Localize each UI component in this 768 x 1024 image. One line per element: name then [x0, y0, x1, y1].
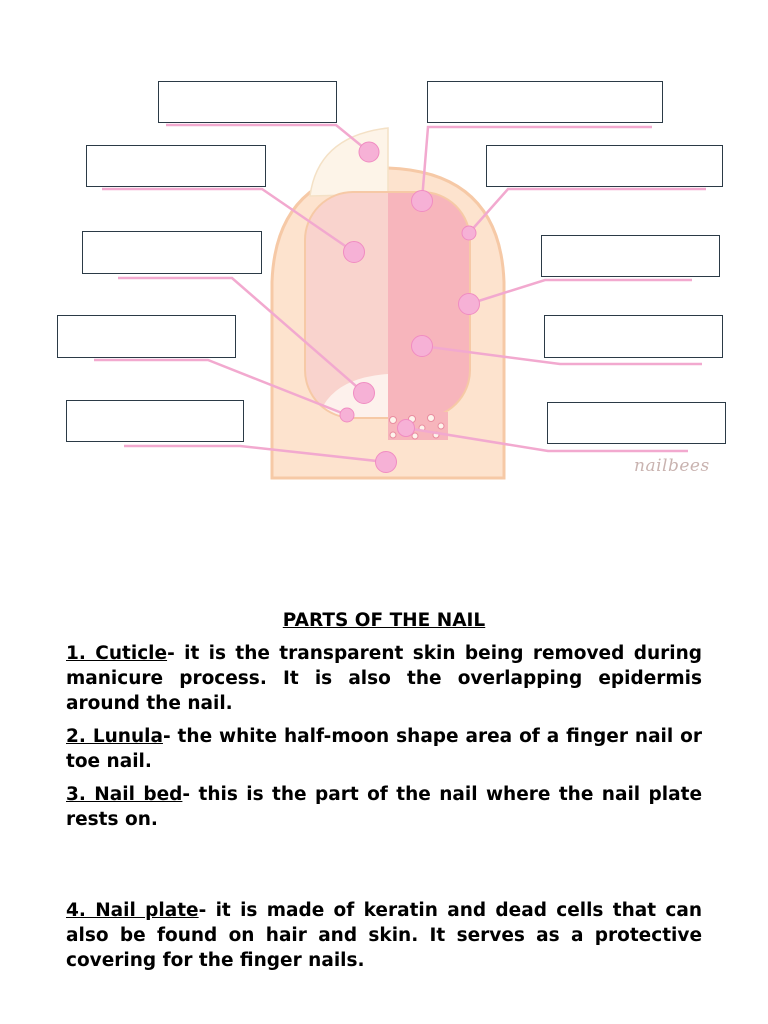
dot-free-edge: [358, 141, 380, 163]
nail-plate-right: [388, 192, 470, 418]
definition-nail-bed: 3. Nail bed- this is the part of the nai…: [66, 782, 702, 832]
dot-nail-tip: [411, 190, 433, 212]
label-box-8[interactable]: [544, 315, 723, 358]
dot-nail-plate: [343, 241, 365, 263]
definition-lunula: 2. Lunula- the white half-moon shape are…: [66, 724, 702, 774]
label-box-2[interactable]: [427, 81, 663, 123]
definition-nail-plate: 4. Nail plate- it is made of keratin and…: [66, 898, 702, 973]
term-nail-bed: 3. Nail bed: [66, 784, 183, 805]
text-lunula: - the white half-moon shape area of a fi…: [66, 726, 702, 772]
dot-finger: [375, 451, 397, 473]
label-box-5[interactable]: [82, 231, 262, 274]
dot-nail-bed: [411, 335, 433, 357]
dot-lunula: [353, 382, 375, 404]
label-box-6[interactable]: [541, 235, 720, 277]
document-title: PARTS OF THE NAIL: [282, 610, 486, 631]
term-nail-plate: 4. Nail plate: [66, 900, 199, 921]
text-nail-plate: - it is made of keratin and dead cells t…: [66, 900, 702, 971]
label-box-9[interactable]: [66, 400, 244, 442]
label-box-4[interactable]: [486, 145, 723, 187]
label-box-10[interactable]: [547, 402, 726, 444]
text-nail-bed: - this is the part of the nail where the…: [66, 784, 703, 830]
definition-cuticle: 1. Cuticle- it is the transparent skin b…: [66, 641, 702, 716]
nail-free-edge: [309, 127, 389, 197]
nailbees-watermark: nailbees: [634, 456, 710, 476]
label-box-3[interactable]: [86, 145, 266, 187]
text-cuticle: - it is the transparent skin being remov…: [66, 643, 702, 714]
nail-diagram: [94, 123, 706, 480]
leader-lines: [94, 123, 706, 464]
matrix-cells: [389, 414, 445, 440]
callout-dots: [339, 141, 480, 473]
dot-cuticle: [339, 407, 355, 423]
dot-matrix: [397, 419, 415, 437]
term-lunula: 2. Lunula: [66, 726, 163, 747]
label-box-1[interactable]: [158, 81, 337, 123]
term-cuticle: 1. Cuticle: [66, 643, 168, 664]
dot-nail-wall: [461, 225, 477, 241]
dot-nail-groove: [458, 293, 480, 315]
document-body: PARTS OF THE NAIL 1. Cuticle- it is the …: [66, 608, 702, 981]
label-box-7[interactable]: [57, 315, 236, 358]
